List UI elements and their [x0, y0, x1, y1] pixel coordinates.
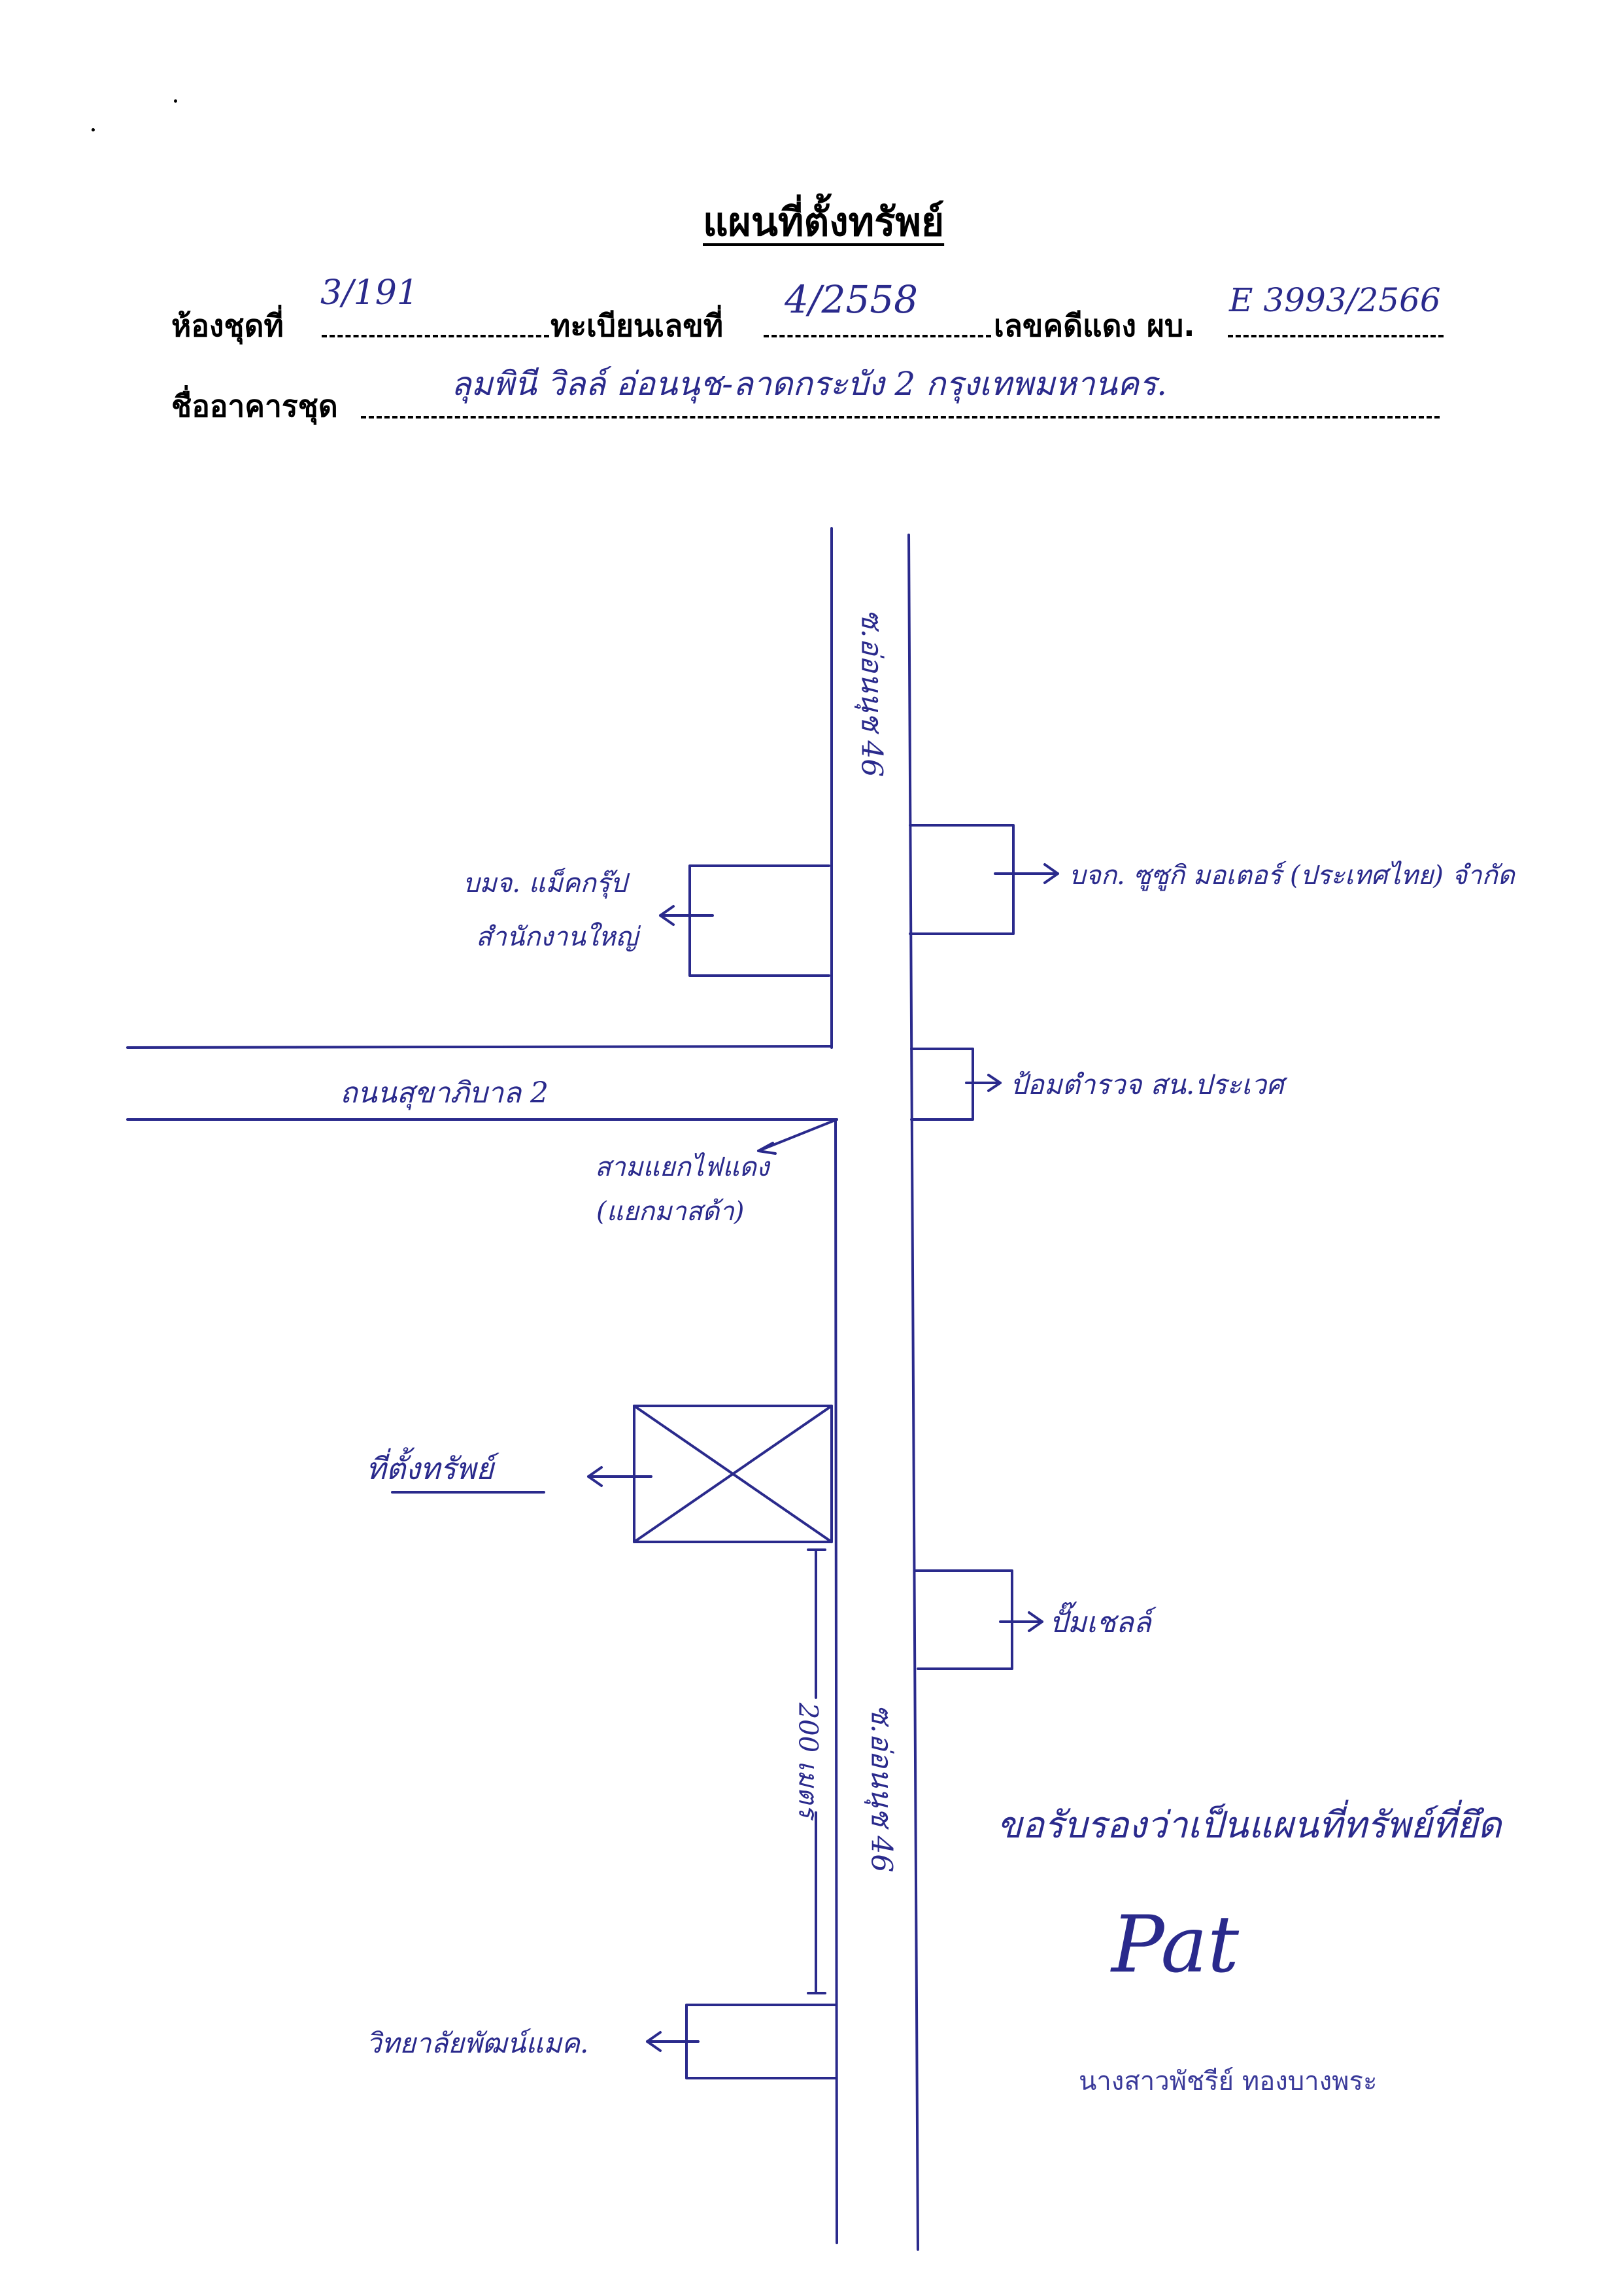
- certifier-name: นางสาวพัชรีย์ ทองบางพระ: [1079, 2066, 1378, 2096]
- case-value: E 3993/2566: [1229, 281, 1441, 319]
- main-road-label: ถนนสุขาภิบาล 2: [340, 1076, 549, 1110]
- signature: Pat: [1111, 1900, 1240, 1991]
- property-label: ที่ตั้งทรัพย์: [366, 1451, 494, 1486]
- college-box: [685, 2004, 837, 2079]
- road-label-south: ซ.อ่อนนุช 46: [864, 1704, 898, 1873]
- soi-left-edge-south: [834, 1118, 838, 2244]
- intersection-label-2: (แยกมาสด้า): [596, 1197, 745, 1227]
- road-label-north: ซ.อ่อนนุช 46: [854, 609, 888, 778]
- gas-station-label: ปั๊มเชลล์: [1049, 1606, 1151, 1639]
- right-company-box: [909, 824, 1015, 935]
- certification-statement: ขอรับรองว่าเป็นแผนที่ทรัพย์ที่ยึด: [997, 1804, 1502, 1847]
- room-label: ห้องชุดที่: [171, 308, 284, 343]
- building-value: ลุมพินี วิลล์ อ่อนนุช-ลาดกระบัง 2 กรุงเท…: [451, 365, 1167, 403]
- gas-station-box: [914, 1569, 1013, 1670]
- college-label: วิทยาลัยพัฒน์แมค.: [366, 2027, 589, 2059]
- case-label: เลขคดีแดง ผบ.: [994, 308, 1195, 343]
- left-company-box: [688, 864, 830, 977]
- scan-dot: [92, 128, 95, 131]
- room-value: 3/191: [320, 273, 418, 313]
- room-blank: [322, 332, 549, 337]
- left-company-label-2: สำนักงานใหญ่: [476, 922, 638, 952]
- building-label: ชื่ออาคารชุด: [171, 388, 338, 424]
- intersection-arrow: [757, 1118, 838, 1152]
- registration-label: ทะเบียนเลขที่: [550, 308, 724, 343]
- property-box: [633, 1405, 833, 1543]
- left-company-label-1: บมจ. แม็คกรุ๊ป: [463, 868, 627, 898]
- soi-right-edge: [907, 534, 919, 2251]
- case-blank: [1228, 332, 1444, 337]
- right-company-label: บจก. ซูซูกิ มอเตอร์ (ประเทศไทย) จำกัด: [1069, 861, 1515, 891]
- property-cross-b: [633, 1405, 833, 1543]
- page-title: แผนที่ตั้งทรัพย์: [703, 199, 945, 245]
- building-blank: [361, 413, 1440, 419]
- intersection-label-1: สามแยกไฟแดง: [595, 1152, 770, 1182]
- police-box: [910, 1048, 974, 1121]
- scan-dot: [174, 99, 177, 103]
- main-road-top-edge: [126, 1045, 833, 1049]
- police-label: ป้อมตำรวจ สน.ประเวศ: [1010, 1068, 1284, 1101]
- registration-value: 4/2558: [785, 277, 919, 322]
- registration-blank: [764, 332, 991, 337]
- distance-label: 200 เมตร: [792, 1702, 823, 1819]
